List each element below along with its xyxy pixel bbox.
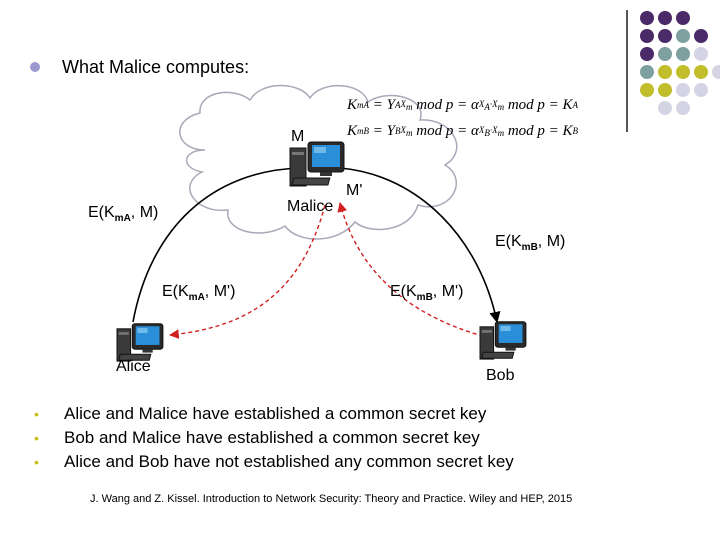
- decorative-dot: [694, 83, 708, 97]
- decorative-dot: [640, 29, 654, 43]
- decorative-dot: [676, 11, 690, 25]
- edge-label-left-inner: E(KmA, M'): [162, 283, 236, 304]
- arc-malice-to-bob: [339, 167, 501, 324]
- heading-row: What Malice computes:: [30, 52, 249, 82]
- decorative-dot: [694, 47, 708, 61]
- list-item: •Bob and Malice have established a commo…: [30, 426, 514, 450]
- malice-computer-icon: [289, 141, 345, 187]
- decorative-dot: [658, 47, 672, 61]
- bullet-dot-icon: [30, 62, 40, 72]
- bullet-dot-icon: •: [34, 454, 39, 470]
- decorative-dot: [658, 83, 672, 97]
- decorative-dot: [658, 29, 672, 43]
- citation: J. Wang and Z. Kissel. Introduction to N…: [90, 493, 573, 505]
- alice-computer-icon: [116, 323, 164, 362]
- decorative-dot: [694, 65, 708, 79]
- decorative-dot: [676, 47, 690, 61]
- slide-heading: What Malice computes:: [62, 56, 250, 77]
- decorative-dot: [676, 65, 690, 79]
- decorative-dot: [676, 101, 690, 115]
- bullet-dot-icon: •: [34, 406, 39, 422]
- decorative-dot: [658, 101, 672, 115]
- decorative-dot: [640, 83, 654, 97]
- edge-label-left-outer: E(KmA, M): [88, 204, 159, 225]
- mitm-diagram: [116, 84, 527, 362]
- alice-label: Alice: [116, 358, 151, 375]
- decorative-divider: [626, 10, 628, 132]
- malice-label: Malice: [287, 198, 334, 215]
- m-prime-label: M': [346, 182, 363, 199]
- edge-label-right-outer: E(KmB, M): [495, 233, 566, 254]
- arc-bob-to-malice-red: [337, 202, 491, 339]
- bob-label: Bob: [486, 367, 515, 384]
- bob-computer-icon: [479, 321, 527, 360]
- list-item: •Alice and Malice have established a com…: [30, 402, 514, 426]
- arc-alice-to-malice: [132, 162, 304, 323]
- edge-label-right-inner: E(KmB, M'): [390, 283, 464, 304]
- decorative-dot: [658, 65, 672, 79]
- m-label: M: [291, 128, 305, 145]
- decorative-dot: [694, 29, 708, 43]
- arc-malice-to-alice-red: [169, 204, 326, 339]
- decorative-dot: [676, 83, 690, 97]
- decorative-dot: [712, 65, 720, 79]
- bullet-list: •Alice and Malice have established a com…: [30, 402, 514, 474]
- list-item: •Alice and Bob have not established any …: [30, 450, 514, 474]
- decorative-dot: [658, 11, 672, 25]
- decorative-dot: [676, 29, 690, 43]
- decorative-dot: [640, 11, 654, 25]
- bullet-dot-icon: •: [34, 430, 39, 446]
- decorative-dot: [640, 65, 654, 79]
- decorative-dot: [640, 47, 654, 61]
